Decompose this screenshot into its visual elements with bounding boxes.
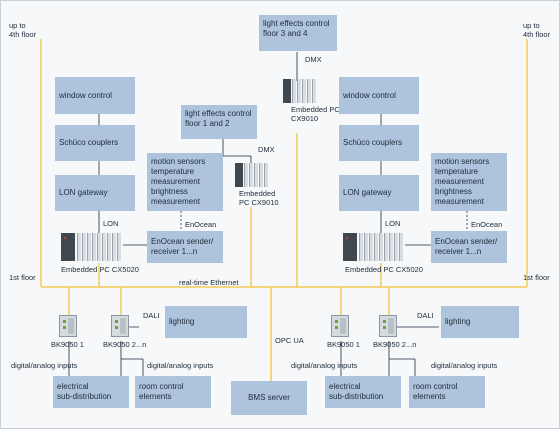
dmx-mid-label: DMX <box>258 145 275 154</box>
lighting-right-box: lighting <box>441 306 519 338</box>
sensors-left-box: motion sensors temperature measurement b… <box>147 153 223 211</box>
embedded-pc-cx5020-right-label: Embedded PC CX5020 <box>345 265 423 274</box>
enocean-sender-left-box: EnOcean sender/ receiver 1...n <box>147 231 223 263</box>
bk9050-1-left-label: BK9050 1 <box>51 340 84 349</box>
bms-server-box: BMS server <box>231 381 307 415</box>
bk9050-2-right-label: BK9050 2...n <box>373 340 417 349</box>
lon-gateway-right-box: LON gateway <box>339 175 419 211</box>
enocean-dashed-lines <box>180 211 468 231</box>
first-floor-right-label: 1st floor <box>523 273 550 282</box>
enocean-left-label: EnOcean <box>185 220 217 229</box>
realtime-ethernet-label: real-time Ethernet <box>179 278 239 287</box>
ethernet-lines <box>40 39 528 381</box>
electrical-sub-distribution-left-box: electrical sub-distribution <box>53 376 129 408</box>
schuco-couplers-right-box: Schüco couplers <box>339 125 419 161</box>
embedded-pc-cx9010-top-label: Embedded PC CX9010 <box>291 105 340 123</box>
bk9050-2-left-device <box>111 315 129 337</box>
embedded-pc-cx9010-mid-device <box>235 163 271 187</box>
embedded-pc-cx9010-top-device <box>283 79 319 103</box>
bk9050-2-right-device <box>379 315 397 337</box>
sensors-right-box: motion sensors temperature measurement b… <box>431 153 507 211</box>
bk9050-1-left-device <box>59 315 77 337</box>
embedded-pc-cx9010-mid-label: Embedded PC CX9010 <box>239 189 279 207</box>
opc-ua-label: OPC UA <box>275 336 304 345</box>
lon-left-label: LON <box>103 219 119 228</box>
up-to-4th-floor-right-label: up to 4th floor <box>523 21 551 39</box>
digital-analog-inputs-right-1-label: digital/analog inputs <box>291 361 358 370</box>
digital-analog-inputs-left-1-label: digital/analog inputs <box>11 361 78 370</box>
schuco-couplers-left-box: Schüco couplers <box>55 125 135 161</box>
lon-gateway-left-box: LON gateway <box>55 175 135 211</box>
first-floor-left-label: 1st floor <box>9 273 36 282</box>
bk9050-2-left-label: BK9050 2...n <box>103 340 147 349</box>
embedded-pc-cx5020-right-device <box>343 233 405 261</box>
room-control-right-box: room control elements <box>409 376 485 408</box>
bk9050-1-right-device <box>331 315 349 337</box>
bk9050-1-right-label: BK9050 1 <box>327 340 360 349</box>
dmx-top-label: DMX <box>305 55 322 64</box>
dali-left-label: DALI <box>143 311 160 320</box>
enocean-right-label: EnOcean <box>471 220 503 229</box>
embedded-pc-cx5020-left-device <box>61 233 123 261</box>
dali-right-label: DALI <box>417 311 434 320</box>
window-control-left-box: window control <box>55 77 135 114</box>
up-to-4th-floor-left-label: up to 4th floor <box>9 21 37 39</box>
lon-right-label: LON <box>385 219 401 228</box>
enocean-sender-right-box: EnOcean sender/ receiver 1...n <box>431 231 507 263</box>
window-control-right-box: window control <box>339 77 419 114</box>
light-effects-floor-3-4-box: light effects control floor 3 and 4 <box>259 15 337 51</box>
embedded-pc-cx5020-left-label: Embedded PC CX5020 <box>61 265 139 274</box>
digital-analog-inputs-left-2-label: digital/analog inputs <box>147 361 214 370</box>
electrical-sub-distribution-right-box: electrical sub-distribution <box>325 376 401 408</box>
light-effects-floor-1-2-box: light effects control floor 1 and 2 <box>181 105 257 139</box>
lighting-left-box: lighting <box>165 306 247 338</box>
digital-analog-inputs-right-2-label: digital/analog inputs <box>431 361 498 370</box>
room-control-left-box: room control elements <box>135 376 211 408</box>
